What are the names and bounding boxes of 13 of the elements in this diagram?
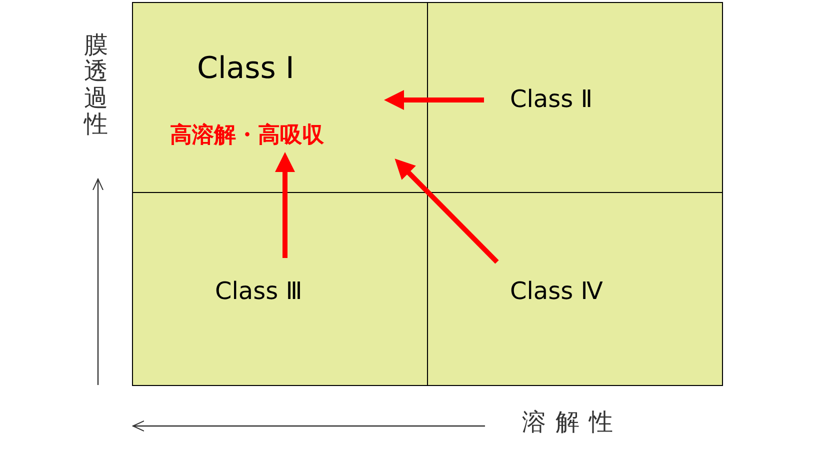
quadrant-cell (427, 192, 723, 386)
class-label: Class Ⅰ (197, 51, 294, 86)
class-label: Class Ⅲ (215, 277, 302, 305)
quadrant-cell (427, 2, 723, 193)
axis-label: 溶解性 (522, 408, 623, 437)
arrow (384, 90, 484, 110)
class-label: Class Ⅱ (510, 85, 593, 113)
quadrant-cell (132, 192, 428, 386)
quadrant-cell (132, 2, 428, 193)
arrow (275, 152, 295, 258)
axis-label: 膜透過性 (84, 32, 108, 138)
class-description: 高溶解・高吸収 (170, 122, 324, 150)
class-label: Class Ⅳ (510, 277, 603, 305)
